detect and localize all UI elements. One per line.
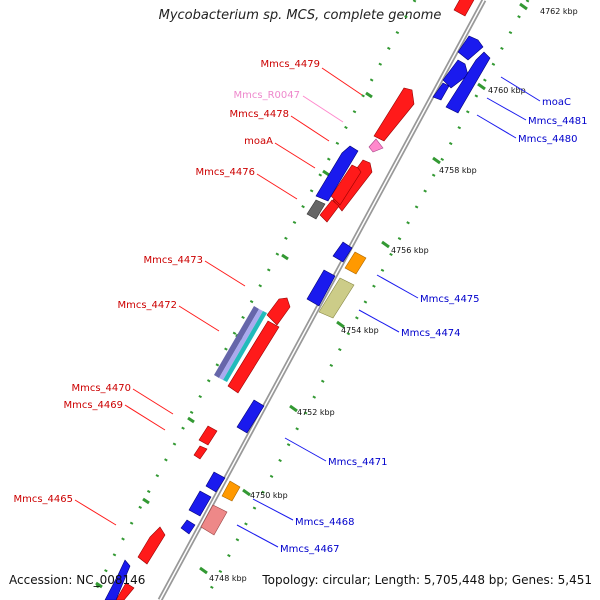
gene-mmcs-4468-c[interactable]: [180, 519, 196, 535]
gene-mmcs-4468[interactable]: [205, 471, 226, 493]
gene-label-mmcs-4468[interactable]: Mmcs_4468: [295, 517, 355, 528]
gene-label-mmcs-4465[interactable]: Mmcs_4465: [13, 494, 73, 505]
gene-mmcs-4473[interactable]: [266, 297, 291, 326]
gene-feature-lower[interactable]: [137, 526, 166, 565]
gene-label-mmcs-4470[interactable]: Mmcs_4470: [71, 383, 131, 394]
kbp-label: 4758 kbp: [439, 166, 477, 175]
accession-text: Accession: NC_008146: [9, 573, 146, 587]
gene-mmcs-4480[interactable]: [445, 51, 491, 114]
kbp-label: 4762 kbp: [540, 7, 578, 16]
kbp-ticks: 4762 kbp 4760 kbp 4758 kbp 4756 kbp 4754…: [95, 2, 578, 589]
gene-mmcs-4475[interactable]: [332, 241, 353, 263]
kbp-label: 4750 kbp: [250, 491, 288, 500]
gene-mmcs-4479[interactable]: [373, 87, 415, 142]
reverse-label-callouts: moaC Mmcs_4481 Mmcs_4480 Mmcs_4475 Mmcs_…: [236, 76, 588, 555]
map-title: Mycobacterium sp. MCS, complete genome: [158, 8, 442, 23]
gene-label-mmcs-4476[interactable]: Mmcs_4476: [195, 167, 255, 178]
gene-label-moaA[interactable]: moaA: [244, 136, 273, 147]
gene-label-mmcs-r0047[interactable]: Mmcs_R0047: [234, 90, 300, 101]
gene-label-mmcs-4474[interactable]: Mmcs_4474: [401, 328, 461, 339]
kbp-label: 4760 kbp: [488, 86, 526, 95]
gene-feature-top[interactable]: [453, 0, 475, 17]
gene-mmcs-4472[interactable]: [227, 320, 280, 394]
gene-label-mmcs-4480[interactable]: Mmcs_4480: [518, 134, 578, 145]
gene-mmcs-4475-b[interactable]: [306, 269, 336, 307]
gene-mmcs-4467[interactable]: [200, 504, 228, 536]
gene-moaC[interactable]: [457, 35, 484, 61]
gene-mmcs-4469[interactable]: [193, 445, 208, 460]
kbp-label: 4752 kbp: [297, 408, 335, 417]
gene-mmcs-4481[interactable]: [442, 59, 469, 89]
gene-moaA-blue[interactable]: [315, 145, 359, 202]
gene-feature-bottom-blue[interactable]: [104, 559, 131, 600]
gene-mmcs-4476[interactable]: [319, 199, 340, 223]
forward-genes: [115, 0, 475, 600]
gene-label-moaC[interactable]: moaC: [542, 97, 571, 108]
gene-mmcs-4476-grey[interactable]: [306, 199, 326, 220]
topology-text: Topology: circular; Length: 5,705,448 bp…: [262, 573, 592, 587]
gene-label-mmcs-4479[interactable]: Mmcs_4479: [260, 59, 320, 70]
reverse-genes: [104, 35, 491, 600]
gene-mmcs-4474[interactable]: [318, 277, 355, 319]
gene-moaA[interactable]: [330, 164, 362, 206]
kbp-label: 4754 kbp: [341, 326, 379, 335]
gene-label-mmcs-4472[interactable]: Mmcs_4472: [117, 300, 177, 311]
gene-label-mmcs-4473[interactable]: Mmcs_4473: [143, 255, 203, 266]
kbp-label: 4756 kbp: [391, 246, 429, 255]
gene-mmcs-4475-orange[interactable]: [344, 251, 367, 275]
gene-mmcs-r0047[interactable]: [368, 138, 384, 153]
gene-label-mmcs-4467[interactable]: Mmcs_4467: [280, 544, 340, 555]
multi-feature-band: [214, 306, 267, 382]
gene-mmcs-4471[interactable]: [236, 399, 265, 434]
gene-label-mmcs-4478[interactable]: Mmcs_4478: [229, 109, 289, 120]
gene-mmcs-4470[interactable]: [198, 425, 218, 446]
forward-label-callouts: Mmcs_4479 Mmcs_R0047 Mmcs_4478 moaA Mmcs…: [13, 59, 363, 526]
gene-label-mmcs-4475[interactable]: Mmcs_4475: [420, 294, 480, 305]
gene-label-mmcs-4469[interactable]: Mmcs_4469: [63, 400, 123, 411]
gene-mmcs-4468-b[interactable]: [188, 490, 212, 517]
gene-mmcs-4481-b[interactable]: [432, 82, 450, 101]
gene-mmcs-4467-orange[interactable]: [221, 480, 241, 502]
kbp-label: 4748 kbp: [209, 574, 247, 583]
gene-label-mmcs-4471[interactable]: Mmcs_4471: [328, 457, 388, 468]
gene-label-mmcs-4481[interactable]: Mmcs_4481: [528, 116, 588, 127]
gene-feature-bottom[interactable]: [115, 582, 135, 600]
